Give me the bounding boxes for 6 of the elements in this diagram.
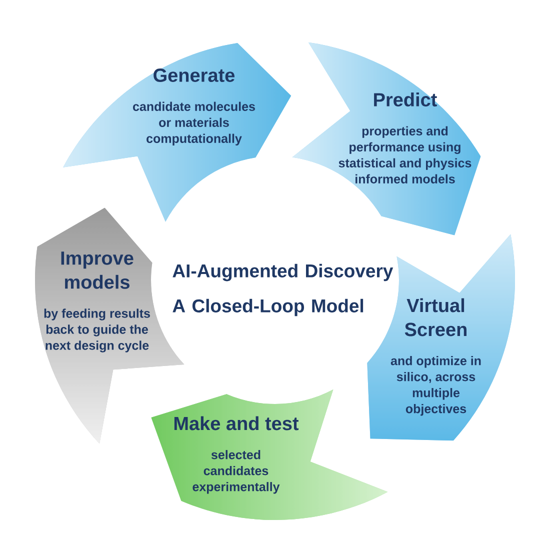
step-label: Make and test selected candidates experimentally <box>174 416 299 494</box>
step-label: Generate candidate molecules or materials computationally <box>133 68 255 146</box>
step-label: Improve models by feeding results back to guide the next design cycle <box>44 252 150 352</box>
step-label: Virtual Screen and optimize in silico, across multiple objectives <box>390 298 481 416</box>
diagram-title: AI-Augmented Discovery A Closed-Loop Model <box>172 264 394 316</box>
step-label: Predict properties and performance using statistical and physics informed models <box>338 92 472 184</box>
